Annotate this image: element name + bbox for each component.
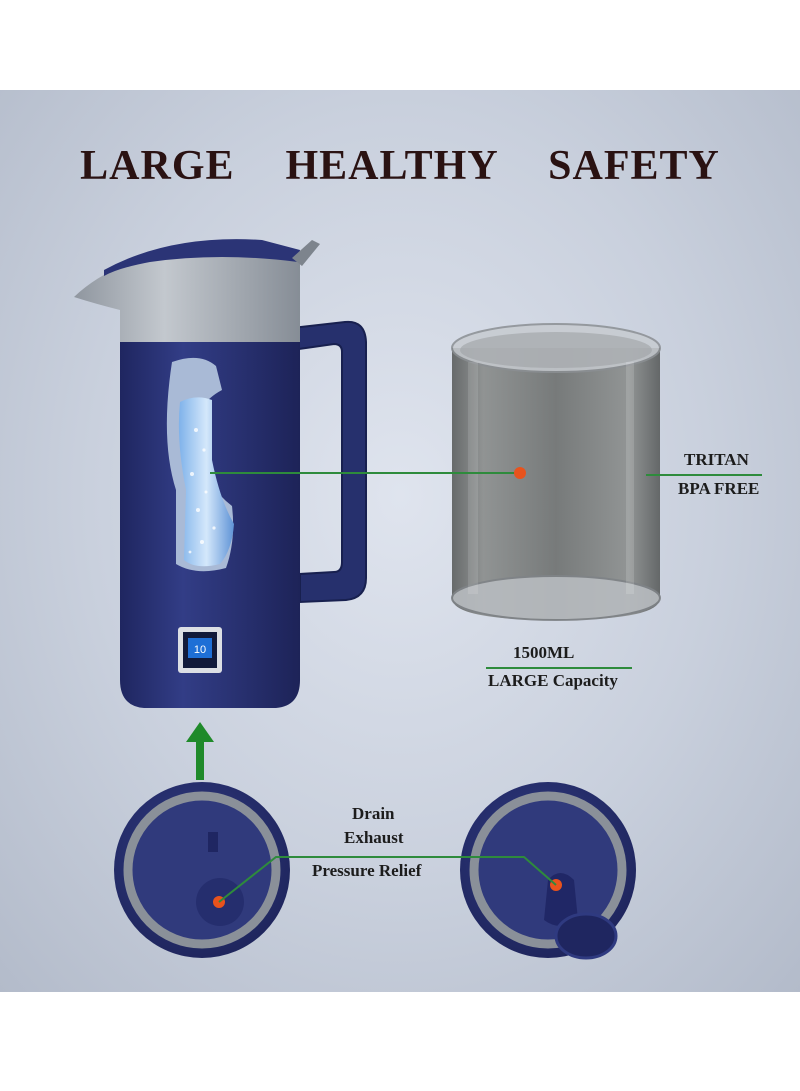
jug-handle [291, 320, 367, 604]
water-column [178, 397, 234, 567]
material-rule [646, 474, 762, 476]
capacity-label-line1: 1500ML [513, 643, 575, 662]
base-disc-left [114, 782, 290, 958]
up-arrow [186, 722, 214, 780]
jug: 10 [74, 239, 367, 708]
product-panel: LARGE HEALTHY SAFETY [0, 90, 800, 992]
tritan-cup [451, 323, 661, 621]
jug-lid-cap [104, 239, 300, 276]
valve-label-line1: Drain [352, 804, 395, 823]
valve-label-line2: Exhaust [344, 828, 404, 847]
base-disc-right [460, 782, 636, 960]
display-value: 10 [194, 644, 206, 656]
capacity-rule [486, 667, 632, 669]
valve-label-line3: Pressure Relief [312, 861, 422, 880]
capacity-label-line2: LARGE Capacity [488, 671, 618, 690]
jug-lid-tab [292, 240, 320, 266]
jug-lid [74, 248, 300, 342]
material-label-line2: BPA FREE [678, 479, 760, 498]
bubbles [188, 428, 216, 554]
material-label-line1: TRITAN [684, 450, 749, 469]
page-title: LARGE HEALTHY SAFETY [80, 143, 720, 189]
cup-marker-dot [514, 467, 526, 479]
product-illustration: 10 [74, 239, 661, 960]
display-glow [188, 638, 212, 658]
